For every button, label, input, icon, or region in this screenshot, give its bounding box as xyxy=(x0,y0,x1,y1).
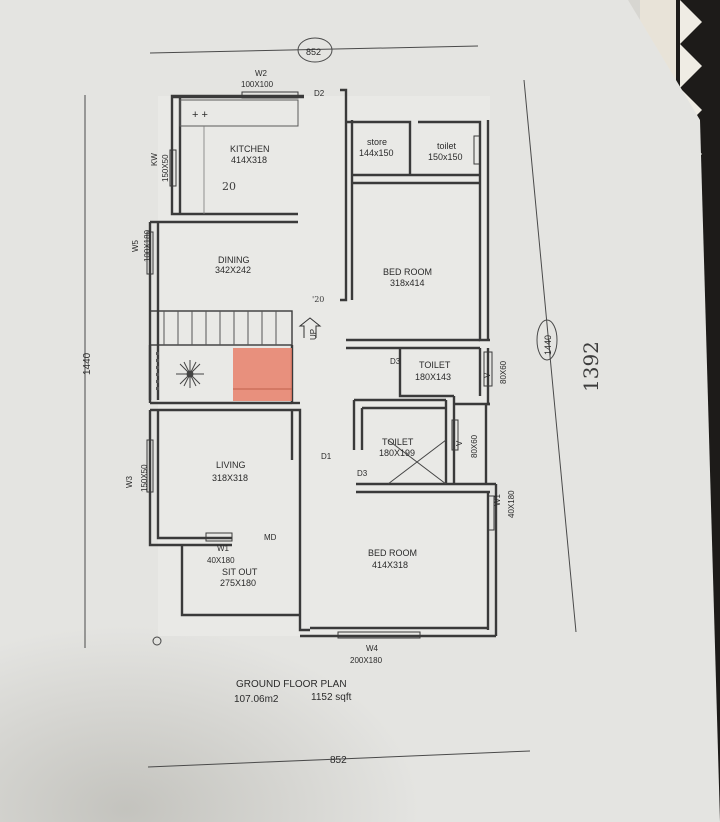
kw-label: KW xyxy=(150,153,159,166)
toilet-top-label: toilet xyxy=(437,141,457,151)
dim-top: 852 xyxy=(306,47,321,57)
store-size: 144x150 xyxy=(359,148,394,158)
dimension-lines xyxy=(84,37,577,768)
toilet-low-label: TOILET xyxy=(382,437,414,447)
marker-circle xyxy=(152,636,162,646)
plant-symbol xyxy=(176,360,204,388)
plan-area-sqft: 1152 sqft xyxy=(311,692,352,703)
d2-label: D2 xyxy=(314,89,325,98)
highlight-block xyxy=(233,348,292,401)
toilet-mid-label: TOILET xyxy=(419,360,451,370)
kitchen-label: KITCHEN xyxy=(230,144,270,154)
md-label: MD xyxy=(264,533,277,542)
bedroom-2-label: BED ROOM xyxy=(368,548,417,558)
toilet-top-size: 150x150 xyxy=(428,152,463,162)
w1-right-label: W1 xyxy=(493,493,502,506)
bedroom-2-size: 414X318 xyxy=(372,560,408,570)
dim-bottom: 852 xyxy=(330,755,347,766)
w4-size: 200X180 xyxy=(350,656,383,665)
plan-area-m2: 107.06m2 xyxy=(234,694,279,705)
bedroom-1-label: BED ROOM xyxy=(383,267,432,277)
d3-label-a: D3 xyxy=(390,357,401,366)
v1-size: 80X60 xyxy=(499,360,508,384)
dim-left: 1440 xyxy=(82,352,93,375)
dining-label: DINING xyxy=(218,255,250,265)
toilet-mid-size: 180X143 xyxy=(415,372,451,382)
w1-right-size: 40X180 xyxy=(507,490,516,518)
v2-size: 80X60 xyxy=(470,434,479,458)
plan-title: GROUND FLOOR PLAN xyxy=(236,679,347,690)
w3-size: 150X50 xyxy=(140,464,149,492)
v1-label: V xyxy=(483,372,492,378)
up-label: UP xyxy=(309,329,318,340)
kw-size: 150X50 xyxy=(161,154,170,182)
kitchen-size: 414X318 xyxy=(231,155,267,165)
w2-size: 100X100 xyxy=(241,80,274,89)
pencil-mark: 20 xyxy=(222,180,236,193)
sitout-label: SIT OUT xyxy=(222,567,258,577)
d3-label-b: D3 xyxy=(357,469,368,478)
pencil-mark-2: '20 xyxy=(312,295,324,304)
kitchen-counter xyxy=(179,99,299,127)
sitout-size: 275X180 xyxy=(220,578,256,588)
bedroom-1-size: 318x414 xyxy=(390,278,425,288)
w1-front-size: 40X180 xyxy=(207,556,235,565)
w5-size: 100X180 xyxy=(143,229,152,262)
store-label: store xyxy=(367,137,387,147)
w1-front-label: W1 xyxy=(217,544,230,553)
sink-mark: + + xyxy=(192,109,208,121)
toilet-cross xyxy=(387,439,447,485)
window-markers xyxy=(146,91,495,639)
w3-label: W3 xyxy=(125,475,134,488)
toilet-low-size: 180X199 xyxy=(379,448,415,458)
up-arrow-icon xyxy=(298,317,322,338)
stair-treads xyxy=(163,311,277,345)
v2-label: V xyxy=(455,440,464,446)
w5-label: W5 xyxy=(131,239,140,252)
dim-right: 1440 xyxy=(543,335,553,355)
w2-label: W2 xyxy=(255,69,268,78)
dining-size: 342X242 xyxy=(215,265,251,275)
living-label: LIVING xyxy=(216,460,246,470)
living-size: 318X318 xyxy=(212,473,248,483)
dotted-edge xyxy=(156,352,159,390)
w4-label: W4 xyxy=(366,644,379,653)
handwritten-number: 1392 xyxy=(579,341,603,392)
d1-label: D1 xyxy=(321,452,332,461)
